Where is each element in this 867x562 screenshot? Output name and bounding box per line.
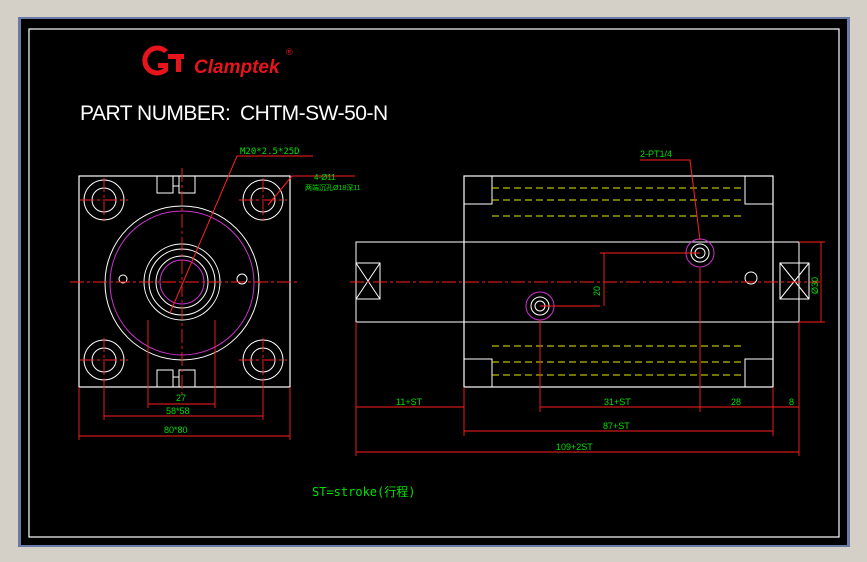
dim-bolt-pitch: 58*58 xyxy=(166,406,190,416)
stroke-footnote: ST=stroke(行程) xyxy=(312,484,415,499)
hole-note-callout: 两端沉孔Ø18深11 xyxy=(305,183,361,192)
clamptek-logo: Clamptek ® xyxy=(142,45,293,78)
side-view xyxy=(350,159,825,456)
logo-g-mark xyxy=(142,45,168,76)
flange-outline xyxy=(78,175,291,388)
front-view xyxy=(70,155,355,440)
hole-leader xyxy=(267,175,355,206)
port-callout: 2-PT1/4 xyxy=(640,149,672,159)
thread-leader xyxy=(169,155,313,314)
dim-body-len: 87+ST xyxy=(603,421,630,431)
hole-count-callout: 4-Ø11 xyxy=(314,173,336,182)
dim-rod-end: 8 xyxy=(789,397,794,407)
dim-port-end: 28 xyxy=(731,397,741,407)
part-number-label: PART NUMBER: xyxy=(80,102,230,125)
title-frame xyxy=(28,28,840,538)
dim-total-len: 109+2ST xyxy=(556,442,593,452)
dim-port-pitch: 31+ST xyxy=(604,397,631,407)
thread-callout: M20*2.5*25D xyxy=(240,147,300,157)
port-leader xyxy=(640,159,701,241)
dim-rod-dia: Ø30 xyxy=(810,277,820,294)
dim-port-offset: 20 xyxy=(592,286,602,296)
dim-inner: 27 xyxy=(176,393,186,403)
dim-rod-ext: 11+ST xyxy=(396,397,423,407)
registered-mark: ® xyxy=(286,47,293,57)
part-number-value: CHTM-SW-50-N xyxy=(240,102,388,125)
brand-name: Clamptek xyxy=(194,57,281,78)
dim-body: 80*80 xyxy=(164,425,188,435)
top-slot xyxy=(156,176,196,194)
